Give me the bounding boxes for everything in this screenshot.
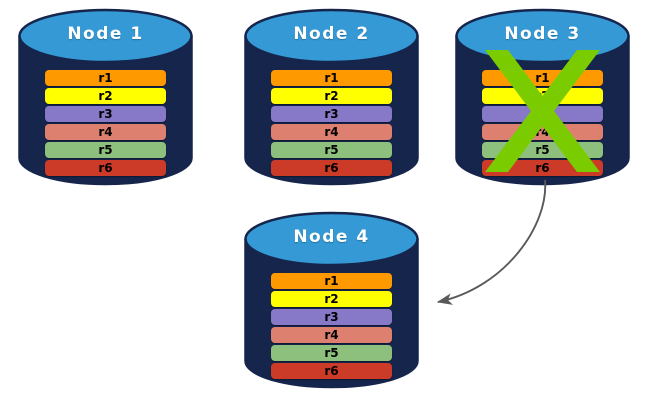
row-bar-r6[interactable]: r6 xyxy=(271,160,392,176)
row-bar-r3[interactable]: r3 xyxy=(482,106,603,122)
cylinder-top-ellipse xyxy=(18,8,193,64)
row-bar-r1[interactable]: r1 xyxy=(482,70,603,86)
row-label: r1 xyxy=(98,71,113,85)
row-label: r5 xyxy=(535,143,550,157)
row-label: r6 xyxy=(535,161,550,175)
row-label: r1 xyxy=(535,71,550,85)
row-stack-node2: r1 r2 r3 r4 r5 r6 xyxy=(244,70,419,176)
row-bar-r4[interactable]: r4 xyxy=(45,124,166,140)
row-bar-r2[interactable]: r2 xyxy=(271,291,392,307)
row-label: r6 xyxy=(324,161,339,175)
row-bar-r5[interactable]: r5 xyxy=(45,142,166,158)
row-label: r2 xyxy=(324,292,339,306)
row-stack-node1: r1 r2 r3 r4 r5 r6 xyxy=(18,70,193,176)
row-bar-r6[interactable]: r6 xyxy=(45,160,166,176)
row-bar-r6[interactable]: r6 xyxy=(271,363,392,379)
row-bar-r4[interactable]: r4 xyxy=(271,327,392,343)
row-bar-r3[interactable]: r3 xyxy=(271,309,392,325)
row-label: r1 xyxy=(324,71,339,85)
row-bar-r4[interactable]: r4 xyxy=(482,124,603,140)
cylinder-top-ellipse xyxy=(455,8,630,64)
row-stack-node3: r1 r2 r3 r4 r5 r6 xyxy=(455,70,630,176)
row-bar-r1[interactable]: r1 xyxy=(271,70,392,86)
row-bar-r2[interactable]: r2 xyxy=(482,88,603,104)
row-bar-r3[interactable]: r3 xyxy=(271,106,392,122)
row-label: r6 xyxy=(324,364,339,378)
row-bar-r3[interactable]: r3 xyxy=(45,106,166,122)
row-label: r3 xyxy=(324,310,339,324)
row-label: r5 xyxy=(324,346,339,360)
row-label: r3 xyxy=(324,107,339,121)
row-bar-r1[interactable]: r1 xyxy=(45,70,166,86)
row-bar-r5[interactable]: r5 xyxy=(271,345,392,361)
row-bar-r2[interactable]: r2 xyxy=(271,88,392,104)
row-label: r4 xyxy=(324,328,339,342)
row-label: r6 xyxy=(98,161,113,175)
row-label: r2 xyxy=(98,89,113,103)
row-label: r2 xyxy=(535,89,550,103)
row-label: r3 xyxy=(98,107,113,121)
row-label: r5 xyxy=(98,143,113,157)
row-label: r4 xyxy=(324,125,339,139)
row-label: r2 xyxy=(324,89,339,103)
row-label: r1 xyxy=(324,274,339,288)
row-bar-r5[interactable]: r5 xyxy=(271,142,392,158)
cylinder-top-ellipse xyxy=(244,211,419,267)
row-bar-r6[interactable]: r6 xyxy=(482,160,603,176)
row-bar-r4[interactable]: r4 xyxy=(271,124,392,140)
row-label: r4 xyxy=(98,125,113,139)
row-bar-r2[interactable]: r2 xyxy=(45,88,166,104)
row-label: r4 xyxy=(535,125,550,139)
row-label: r5 xyxy=(324,143,339,157)
row-bar-r5[interactable]: r5 xyxy=(482,142,603,158)
connection-node3-to-node4 xyxy=(436,179,547,305)
cylinder-top-ellipse xyxy=(244,8,419,64)
row-label: r3 xyxy=(535,107,550,121)
row-bar-r1[interactable]: r1 xyxy=(271,273,392,289)
row-stack-node4: r1 r2 r3 r4 r5 r6 xyxy=(244,273,419,379)
